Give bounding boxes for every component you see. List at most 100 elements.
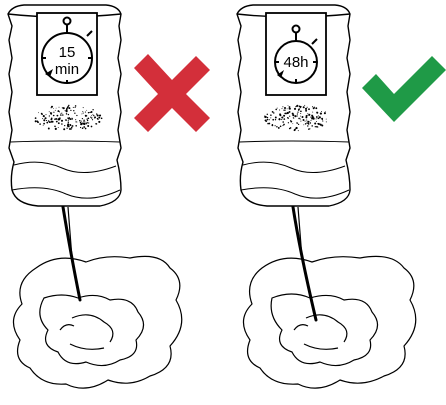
powder-dot — [86, 109, 88, 111]
powder-dot — [306, 120, 308, 122]
powder-dot — [287, 122, 290, 124]
powder-dot — [309, 122, 312, 124]
powder-dot — [271, 111, 274, 113]
powder-dot — [311, 114, 314, 117]
powder-dot — [270, 114, 272, 116]
powder-dot — [302, 119, 305, 121]
powder-dot — [307, 120, 310, 123]
powder-dot — [325, 118, 327, 120]
powder-dot — [71, 125, 74, 127]
powder-dot — [280, 114, 282, 116]
powder-dot — [84, 127, 87, 130]
powder-dot — [275, 108, 278, 111]
powder-dot — [268, 122, 271, 125]
powder-dot — [295, 106, 297, 108]
powder-dot — [42, 118, 44, 120]
powder-dot — [323, 112, 326, 115]
powder-dot — [46, 121, 49, 124]
powder-dot — [300, 106, 302, 108]
powder-dot — [80, 120, 82, 122]
powder-dot — [98, 116, 101, 119]
powder-dot — [54, 125, 56, 128]
powder-dot — [83, 126, 86, 128]
powder-dot — [315, 107, 318, 110]
powder-dot — [304, 104, 306, 106]
powder-dot — [286, 108, 288, 110]
powder-dot — [62, 114, 64, 116]
powder-dot — [71, 118, 74, 120]
powder-dot — [317, 115, 319, 117]
powder-dot — [306, 106, 308, 108]
powder-dot — [307, 113, 309, 115]
powder-dot — [74, 112, 76, 114]
powder-dot — [54, 109, 56, 111]
powder-dot — [315, 121, 317, 122]
powder-dot — [42, 115, 45, 118]
powder-dots — [34, 104, 103, 131]
powder-dot — [60, 114, 62, 116]
powder-dot — [100, 117, 103, 120]
powder-dot — [47, 127, 50, 130]
powder-dot — [315, 118, 317, 120]
powder-dot — [67, 117, 69, 119]
powder-dot — [271, 124, 274, 126]
powder-dot — [272, 118, 275, 121]
powder-dot — [87, 125, 90, 127]
powder-dot — [55, 120, 58, 123]
powder-dot — [277, 126, 280, 129]
powder-dot — [293, 129, 296, 132]
powder-dot — [54, 127, 57, 130]
powder-dot — [90, 110, 93, 114]
timer-label-value: 48h — [283, 54, 308, 71]
powder-dot — [311, 118, 313, 120]
powder-dot — [42, 124, 44, 126]
puddle-right — [242, 255, 417, 389]
powder-dot — [69, 124, 72, 126]
powder-dot — [94, 116, 97, 118]
powder-dot — [87, 117, 90, 120]
powder-dot — [92, 114, 94, 116]
powder-dot — [307, 122, 310, 125]
powder-dot — [58, 118, 61, 121]
powder-dot — [283, 109, 285, 111]
powder-dot — [317, 122, 320, 125]
powder-dot — [86, 119, 89, 122]
powder-dot — [305, 116, 308, 119]
powder-dot — [300, 113, 302, 114]
powder-dot — [314, 126, 316, 128]
powder-dot — [40, 112, 43, 115]
powder-dot — [279, 125, 282, 128]
powder-dot — [308, 113, 311, 116]
powder-dot — [304, 123, 307, 125]
powder-dot — [298, 108, 300, 110]
powder-dot — [82, 107, 84, 109]
powder-dot — [305, 114, 308, 117]
powder-dot — [44, 117, 47, 119]
powder-dot — [60, 119, 64, 122]
powder-dot — [81, 113, 83, 115]
powder-dot — [314, 122, 317, 125]
powder-dot — [90, 116, 92, 118]
powder-dot — [304, 107, 308, 110]
powder-dot — [276, 126, 278, 128]
powder-dot — [298, 117, 300, 120]
powder-dot — [54, 118, 56, 120]
powder-dot — [297, 111, 299, 113]
powder-dot — [70, 128, 72, 130]
powder-dot — [61, 123, 63, 125]
powder-dot — [264, 115, 266, 117]
powder-dot — [87, 122, 89, 124]
powder-dot — [283, 123, 285, 126]
powder-dot — [317, 126, 319, 128]
powder-dot — [324, 111, 326, 113]
powder-dot — [82, 111, 84, 112]
powder-dot — [273, 112, 275, 114]
powder-dot — [68, 128, 71, 130]
powder-dot — [67, 121, 69, 124]
powder-dot — [299, 118, 301, 120]
powder-dot — [279, 109, 281, 111]
powder-dot — [292, 114, 295, 117]
powder-dot — [45, 114, 47, 116]
powder-dot — [297, 123, 300, 126]
